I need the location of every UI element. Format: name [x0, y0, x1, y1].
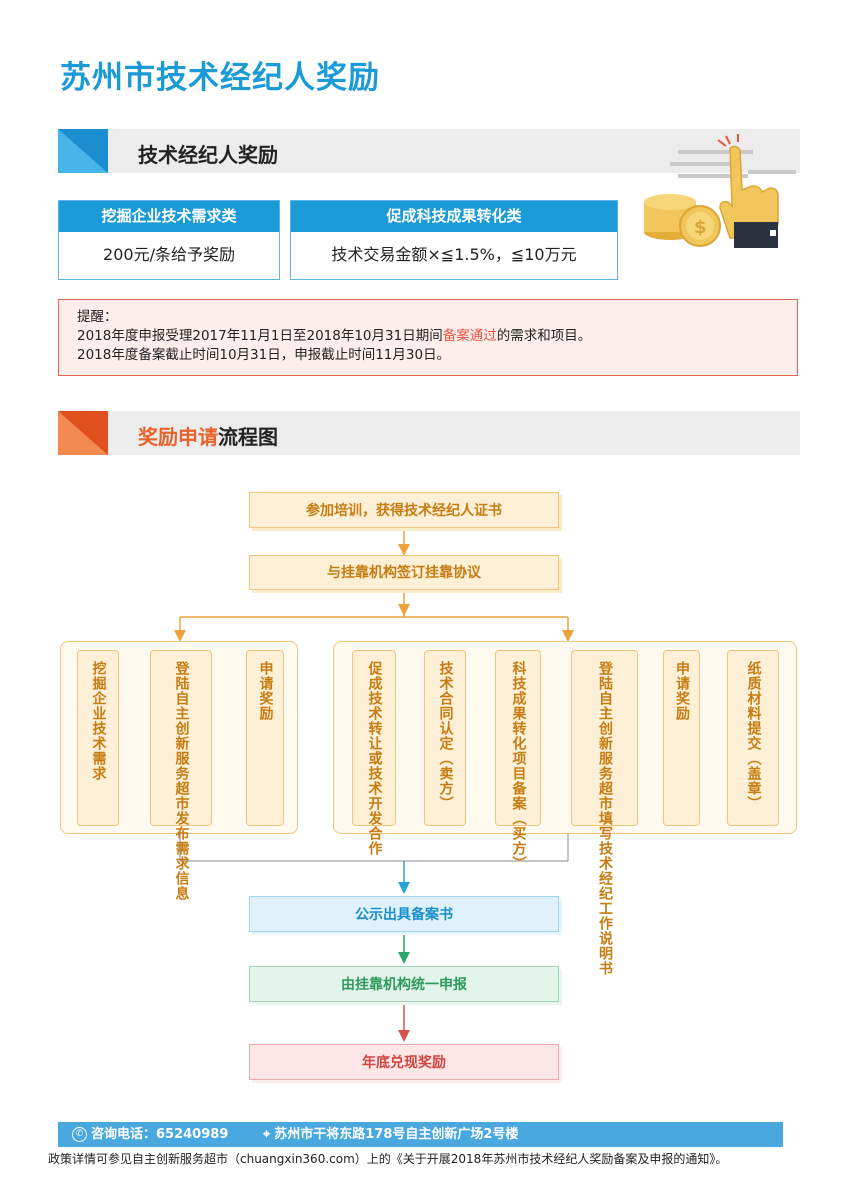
flow-col-text: 挖掘企业技术需求: [90, 661, 107, 781]
flow-step-publish: 公示出具备案书: [249, 896, 559, 932]
phone-icon: ✆: [72, 1127, 87, 1142]
footer-phone: 咨询电话：65240989: [91, 1127, 229, 1142]
notice-text: 的需求和项目。: [496, 328, 592, 344]
reward-box-body: 200元/条给予奖励: [103, 245, 235, 264]
flow-col-text: 技术合同认定（卖方）: [437, 661, 454, 811]
flow-step-report: 由挂靠机构统一申报: [249, 966, 559, 1002]
flow-step-reward: 年底兑现奖励: [249, 1044, 559, 1080]
flow-col-text: 科技成果转化项目备案（买方）: [510, 661, 527, 871]
reward-box-body: 技术交易金额×≦1.5%，≦10万元: [331, 245, 577, 264]
notice-text: 2018年度申报受理2017年11月1日至2018年10月31日期间: [77, 328, 443, 344]
reward-box-header: 促成科技成果转化类: [291, 201, 617, 232]
flow-col-text: 登陆自主创新服务超市填写技术经纪工作说明书: [597, 661, 613, 976]
svg-text:$: $: [694, 217, 707, 238]
notice-line-1: 2018年度申报受理2017年11月1日至2018年10月31日期间备案通过的需…: [77, 327, 779, 346]
flow-col-apply-reward: 申请奖励: [246, 650, 284, 826]
flow-col-submit-docs: 纸质材料提交（盖章）: [727, 650, 779, 826]
section-corner-icon: [58, 411, 108, 455]
notice-highlight: 备案通过: [442, 328, 497, 344]
flow-step-agreement: 与挂靠机构签订挂靠协议: [249, 555, 559, 590]
reward-box-transfer: 促成科技成果转化类 技术交易金额×≦1.5%，≦10万元: [290, 200, 618, 280]
flow-col-dig-demand: 挖掘企业技术需求: [77, 650, 119, 826]
section-title-accent: 奖励申请: [138, 425, 218, 449]
flow-col-text: 申请奖励: [674, 661, 690, 721]
page-title: 苏州市技术经纪人奖励: [60, 60, 380, 96]
section-title: 技术经纪人奖励: [138, 143, 278, 167]
flow-col-promote-transfer: 促成技术转让或技术开发合作: [352, 650, 396, 856]
notice-line-2: 2018年度备案截止时间10月31日，申报截止时间11月30日。: [77, 347, 451, 363]
flow-step-training: 参加培训，获得技术经纪人证书: [249, 492, 559, 528]
location-pin-icon: ⌖: [262, 1127, 271, 1142]
section-header-flow: 奖励申请流程图: [58, 411, 800, 455]
flow-col-text: 登陆自主创新服务超市发布需求信息: [173, 661, 190, 901]
flow-col-fill-report: 登陆自主创新服务超市填写技术经纪工作说明书: [571, 650, 638, 976]
flow-col-contract: 技术合同认定（卖方）: [424, 650, 466, 826]
footer-address: 苏州市干将东路178号自主创新广场2号楼: [274, 1127, 519, 1142]
flow-col-text: 纸质材料提交（盖章）: [745, 661, 762, 811]
flow-col-text: 申请奖励: [257, 661, 274, 721]
flow-group-transfer: [333, 641, 797, 834]
footer-contact-bar: ✆ 咨询电话：65240989 ⌖苏州市干将东路178号自主创新广场2号楼: [58, 1122, 783, 1147]
notice-label: 提醒：: [77, 309, 118, 325]
flow-col-apply-reward-2: 申请奖励: [663, 650, 700, 826]
reward-box-demand: 挖掘企业技术需求类 200元/条给予奖励: [58, 200, 280, 280]
reward-box-header: 挖掘企业技术需求类: [59, 201, 279, 232]
flow-col-record: 科技成果转化项目备案（买方）: [495, 650, 541, 871]
notice-box: 提醒： 2018年度申报受理2017年11月1日至2018年10月31日期间备案…: [58, 299, 798, 376]
footer-note: 政策详情可参见自主创新服务超市（chuangxin360.com）上的《关于开展…: [48, 1152, 728, 1166]
coin-hand-illustration-icon: $: [644, 134, 796, 248]
section-title: 奖励申请流程图: [138, 421, 278, 450]
section-title-rest: 流程图: [218, 425, 278, 449]
flow-col-text: 促成技术转让或技术开发合作: [366, 661, 383, 856]
flow-col-publish-demand: 登陆自主创新服务超市发布需求信息: [150, 650, 212, 901]
section-corner-icon: [58, 129, 108, 173]
